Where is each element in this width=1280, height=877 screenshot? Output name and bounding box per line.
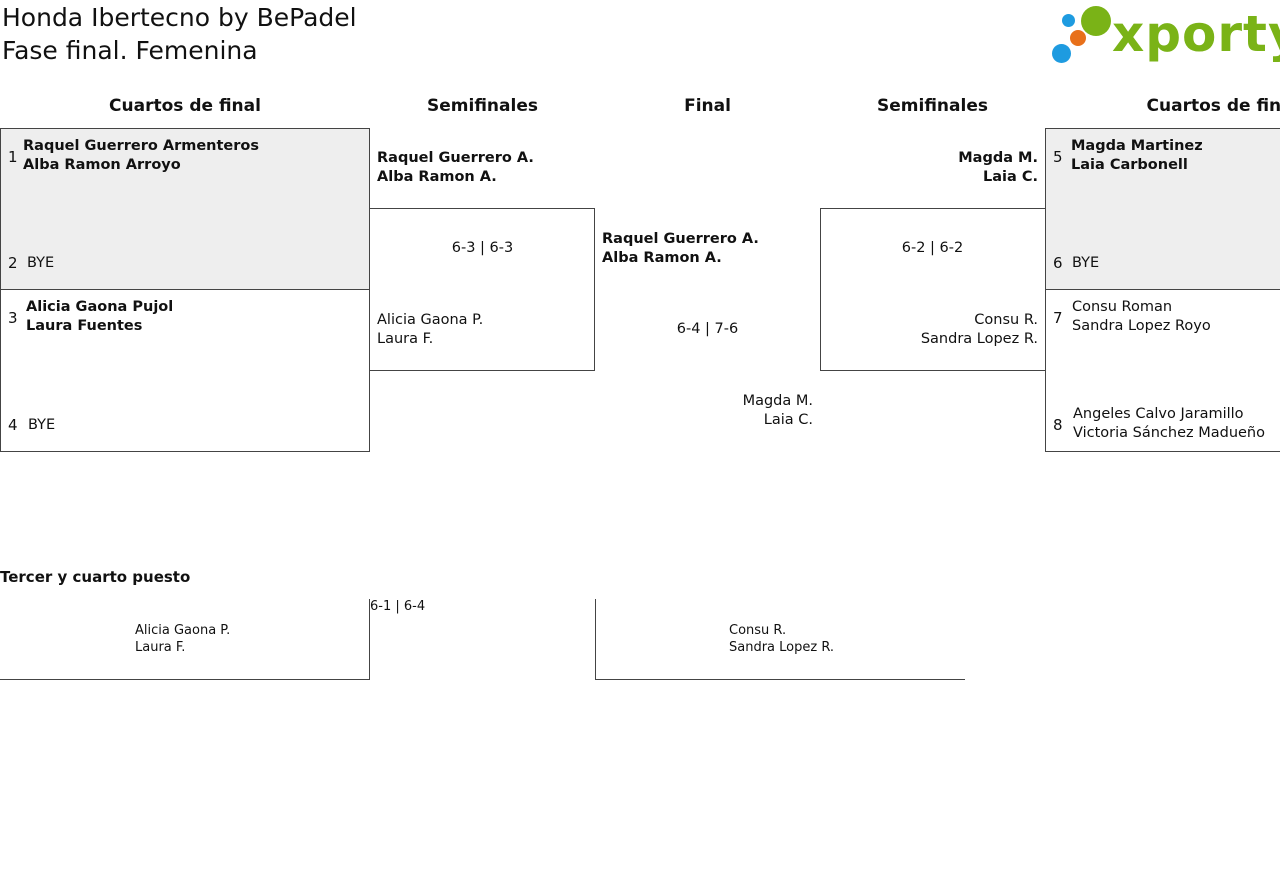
semifinal-right-team-b: Consu R. Sandra Lopez R. xyxy=(822,311,1038,349)
player-name: Consu R. xyxy=(974,312,1038,328)
player-name: Alicia Gaona P. xyxy=(377,312,484,328)
quarterfinal-match-3: 5 Magda Martinez Laia Carbonell 6 BYE xyxy=(1045,128,1280,290)
quarterfinal-match-1: 1 Raquel Guerrero Armenteros Alba Ramon … xyxy=(0,128,370,290)
player-name: Magda M. xyxy=(958,150,1038,166)
seed-number: 5 xyxy=(1053,148,1063,166)
team-name: Raquel Guerrero Armenteros Alba Ramon Ar… xyxy=(23,137,259,175)
player-name: Magda M. xyxy=(742,393,813,409)
final-team-b: Magda M. Laia C. xyxy=(600,392,813,430)
quarterfinal-match-4: 7 Consu Roman Sandra Lopez Royo 8 Angele… xyxy=(1045,289,1280,452)
player-name: Alba Ramon Arroyo xyxy=(23,157,181,173)
player-name: Laura F. xyxy=(135,640,186,655)
player-name: Raquel Guerrero A. xyxy=(602,231,759,247)
logo-dot-orange xyxy=(1070,30,1086,46)
semifinal-right-team-a: Magda M. Laia C. xyxy=(822,149,1038,187)
player-name: Consu R. xyxy=(729,623,787,638)
third-place-title: Tercer y cuarto puesto xyxy=(0,568,191,586)
seed-number: 8 xyxy=(1053,416,1063,434)
seed-number: 4 xyxy=(8,416,18,434)
logo-dot-blue-small xyxy=(1062,14,1075,27)
player-name: Sandra Lopez R. xyxy=(729,640,835,655)
semifinal-left-bracket xyxy=(369,208,595,371)
player-name: Sandra Lopez R. xyxy=(920,331,1038,347)
player-name: Magda Martinez xyxy=(1071,138,1203,154)
player-name: Laia Carbonell xyxy=(1071,157,1188,173)
column-header-qf-right: Cuartos de final xyxy=(1146,96,1280,116)
page-subtitle: Fase final. Femenina xyxy=(2,36,258,65)
column-header-sf-right: Semifinales xyxy=(877,96,988,116)
column-header-sf-left: Semifinales xyxy=(427,96,538,116)
team-name: BYE xyxy=(27,254,54,273)
seed-number: 6 xyxy=(1053,254,1063,272)
third-place-bracket-right xyxy=(595,599,965,680)
third-place-score: 6-1 | 6-4 xyxy=(370,599,426,614)
player-name: Victoria Sánchez Madueño xyxy=(1073,425,1265,441)
team-name: BYE xyxy=(1072,254,1099,273)
third-place-team-a: Alicia Gaona P. Laura F. xyxy=(135,622,230,656)
seed-number: 2 xyxy=(8,254,18,272)
seed-number: 3 xyxy=(8,309,18,327)
player-name: Alicia Gaona P. xyxy=(135,623,231,638)
semifinal-left-team-a: Raquel Guerrero A. Alba Ramon A. xyxy=(377,149,534,187)
player-name: Laura F. xyxy=(377,331,434,347)
final-team-a: Raquel Guerrero A. Alba Ramon A. xyxy=(602,230,759,268)
player-name: Angeles Calvo Jaramillo xyxy=(1073,406,1244,422)
xporty-logo: xporty xyxy=(1050,2,1280,68)
player-name: Laia C. xyxy=(763,412,813,428)
player-name: Laia C. xyxy=(983,169,1038,185)
final-score: 6-4 | 7-6 xyxy=(676,321,739,337)
third-place-team-b: Consu R. Sandra Lopez R. xyxy=(729,622,834,656)
player-name: Raquel Guerrero A. xyxy=(377,150,534,166)
player-name: Consu Roman xyxy=(1072,299,1173,315)
seed-number: 7 xyxy=(1053,309,1063,327)
bye-label: BYE xyxy=(28,417,56,433)
team-name: Magda Martinez Laia Carbonell xyxy=(1071,137,1203,175)
team-name: Consu Roman Sandra Lopez Royo xyxy=(1072,298,1211,336)
team-name: Angeles Calvo Jaramillo Victoria Sánchez… xyxy=(1073,405,1265,443)
team-name: BYE xyxy=(28,416,55,435)
quarterfinal-match-2: 3 Alicia Gaona Pujol Laura Fuentes 4 BYE xyxy=(0,289,370,452)
player-name: Alba Ramon A. xyxy=(377,169,497,185)
bye-label: BYE xyxy=(1072,255,1100,271)
logo-dot-green xyxy=(1081,6,1111,36)
player-name: Sandra Lopez Royo xyxy=(1072,318,1211,334)
semifinal-right-score: 6-2 | 6-2 xyxy=(901,240,964,256)
semifinal-left-team-b: Alicia Gaona P. Laura F. xyxy=(377,311,483,349)
column-header-final: Final xyxy=(684,96,731,116)
column-header-qf-left: Cuartos de final xyxy=(109,96,261,116)
player-name: Laura Fuentes xyxy=(26,318,143,334)
player-name: Alicia Gaona Pujol xyxy=(26,299,174,315)
logo-text: xporty xyxy=(1112,5,1280,63)
seed-number: 1 xyxy=(8,148,18,166)
player-name: Raquel Guerrero Armenteros xyxy=(23,138,260,154)
third-place-bracket-left xyxy=(0,599,370,680)
semifinal-left-score: 6-3 | 6-3 xyxy=(451,240,514,256)
logo-dot-blue-large xyxy=(1052,44,1071,63)
page-title: Honda Ibertecno by BePadel xyxy=(2,3,357,32)
bye-label: BYE xyxy=(27,255,55,271)
team-name: Alicia Gaona Pujol Laura Fuentes xyxy=(26,298,173,336)
player-name: Alba Ramon A. xyxy=(602,250,722,266)
